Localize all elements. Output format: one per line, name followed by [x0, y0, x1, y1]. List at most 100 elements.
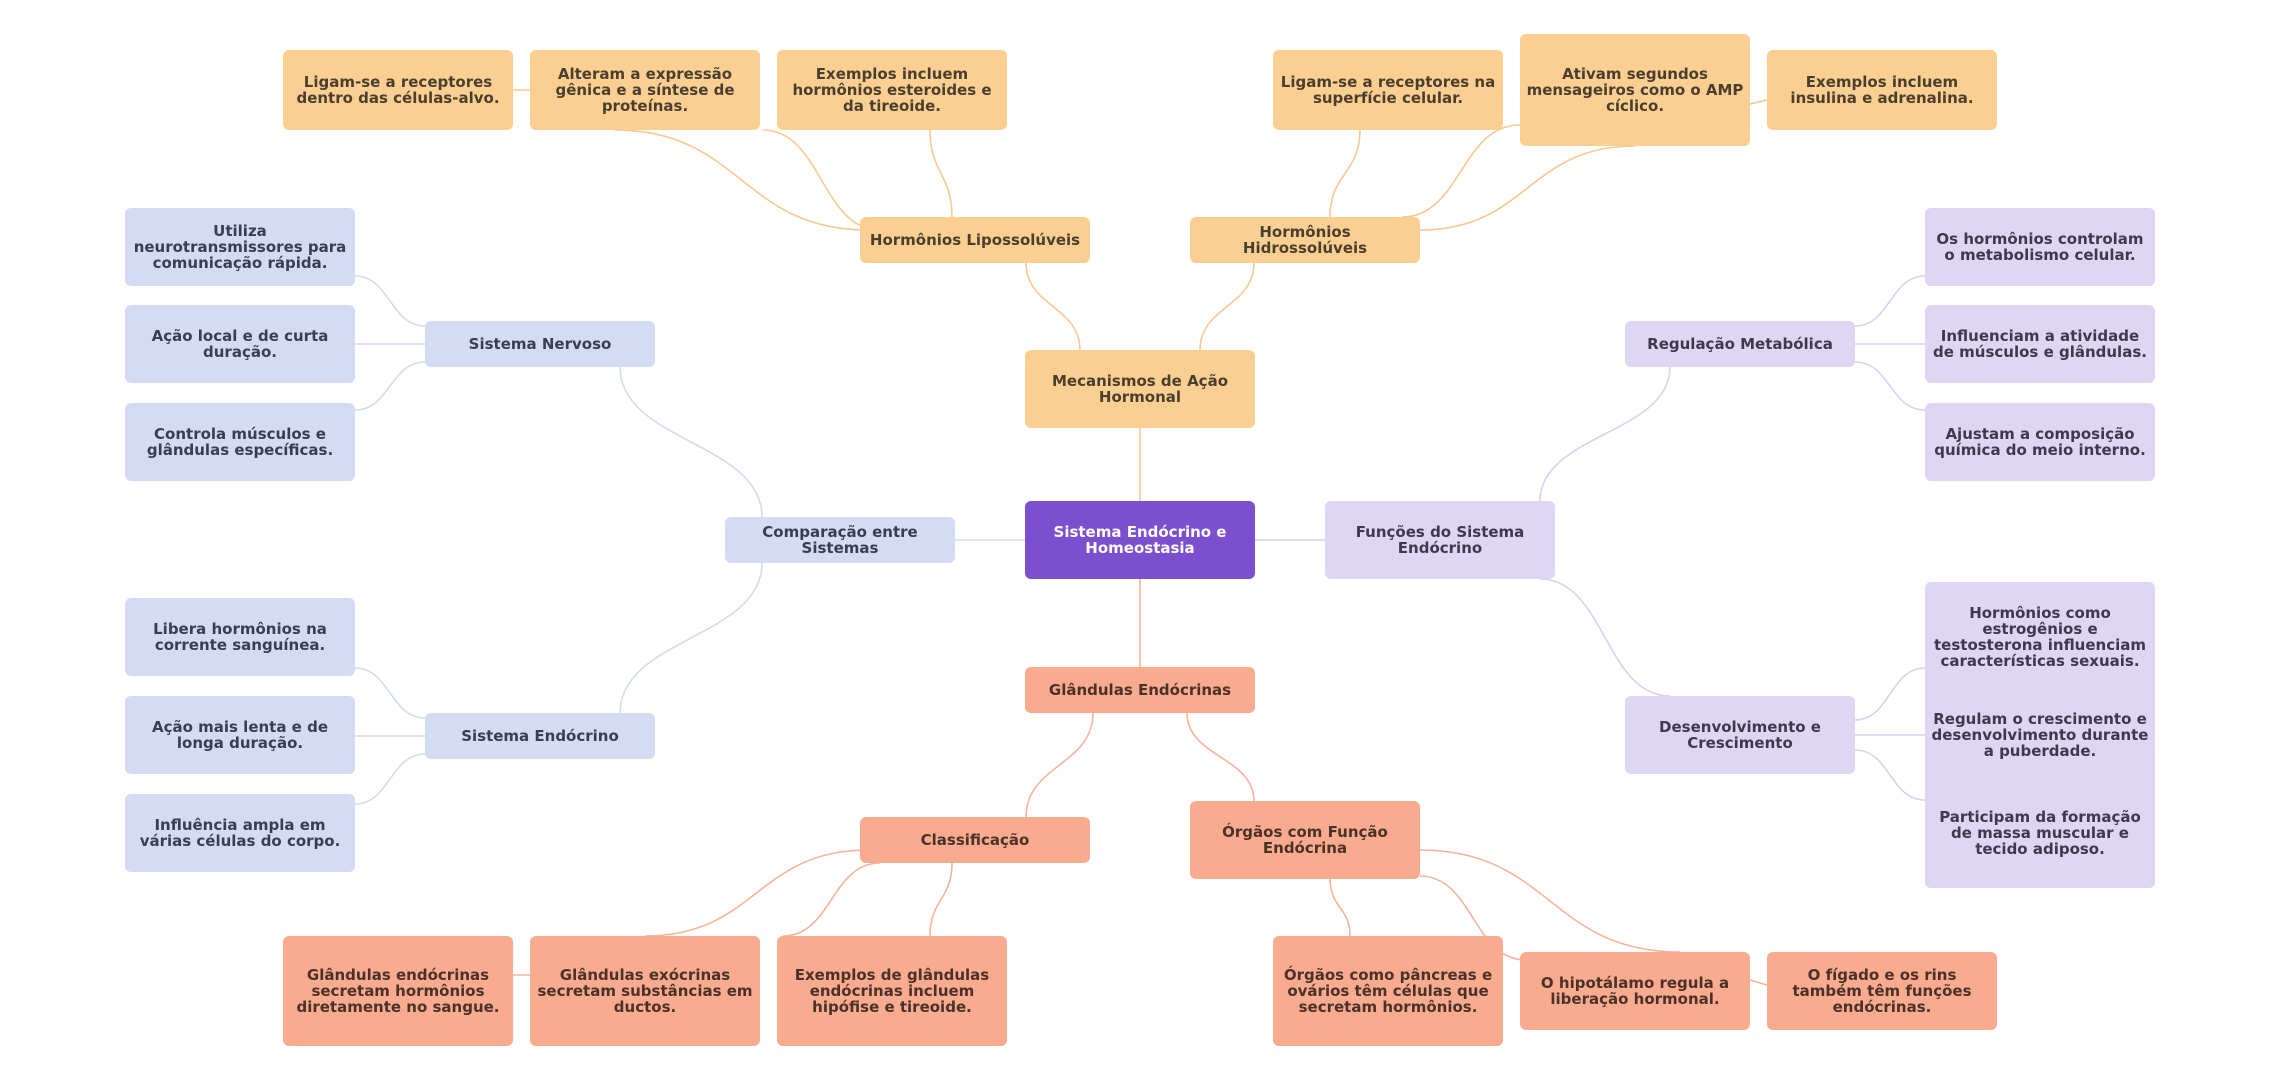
connector-line: [1025, 712, 1094, 818]
sub-sistema-nervoso[interactable]: Sistema Nervoso: [425, 321, 655, 367]
connector-line: [1329, 878, 1351, 937]
leaf-lipo-1[interactable]: Ligam-se a receptores dentro das células…: [283, 50, 513, 130]
connector-line: [354, 361, 426, 411]
sub-orgaos-funcao-endocrina[interactable]: Órgãos com Função Endócrina: [1190, 801, 1420, 879]
leaf-hidro-3[interactable]: Exemplos incluem insulina e adrenalina.: [1767, 50, 1997, 130]
leaf-text: Os hormônios controlam o metabolismo cel…: [1936, 230, 2144, 264]
branch-funcoes-label: Funções do Sistema Endócrino: [1355, 523, 1525, 557]
leaf-text: O fígado e os rins também têm funções en…: [1792, 966, 1972, 1016]
connector-line: [1854, 275, 1926, 327]
connector-line: [354, 275, 426, 327]
branch-glandulas-label: Glândulas Endócrinas: [1048, 681, 1232, 699]
root-node[interactable]: Sistema Endócrino e Homeostasia: [1025, 501, 1255, 579]
leaf-nervoso-3[interactable]: Controla músculos e glândulas específica…: [125, 403, 355, 481]
branch-comparacao-label: Comparação entre Sistemas: [762, 523, 918, 557]
leaf-endocrino-3[interactable]: Influência ampla em várias células do co…: [125, 794, 355, 872]
leaf-desenvolvimento-1[interactable]: Hormônios como estrogênios e testosteron…: [1925, 582, 2155, 692]
connector-line: [1419, 145, 1636, 231]
connector-line: [354, 753, 426, 805]
leaf-text: Controla músculos e glândulas específica…: [146, 425, 334, 459]
connector-line: [1749, 979, 1768, 986]
leaf-text: Ação local e de curta duração.: [151, 327, 329, 361]
sub-regulacao-metabolica[interactable]: Regulação Metabólica: [1625, 321, 1855, 367]
sub-classificacao-label: Classificação: [920, 831, 1030, 849]
leaf-text: Participam da formação de massa muscular…: [1939, 808, 2141, 858]
connector-line: [1539, 578, 1671, 697]
connector-line: [614, 129, 869, 231]
leaf-hidro-1[interactable]: Ligam-se a receptores na superfície celu…: [1273, 50, 1503, 130]
connector-line: [1199, 262, 1255, 351]
leaf-desenvolvimento-3[interactable]: Participam da formação de massa muscular…: [1925, 778, 2155, 888]
leaf-text: Ativam segundos mensageiros como o AMP c…: [1526, 65, 1744, 115]
connector-line: [1539, 366, 1671, 502]
leaf-text: Glândulas exócrinas secretam substâncias…: [537, 966, 753, 1016]
leaf-text: Libera hormônios na corrente sanguínea.: [153, 620, 327, 654]
leaf-nervoso-1[interactable]: Utiliza neurotransmissores para comunica…: [125, 208, 355, 286]
sub-endocrino-label: Sistema Endócrino: [461, 727, 619, 745]
sub-classificacao[interactable]: Classificação: [860, 817, 1090, 863]
leaf-text: Ajustam a composição química do meio int…: [1934, 425, 2146, 459]
leaf-regulacao-2[interactable]: Influenciam a atividade de músculos e gl…: [1925, 305, 2155, 383]
sub-desenvolvimento-crescimento[interactable]: Desenvolvimento e Crescimento: [1625, 696, 1855, 774]
leaf-text: Alteram a expressão gênica e a síntese d…: [555, 65, 735, 115]
sub-desenvolvimento-label: Desenvolvimento e Crescimento: [1659, 718, 1821, 752]
leaf-text: Exemplos de glândulas endócrinas incluem…: [794, 966, 990, 1016]
leaf-text: Influenciam a atividade de músculos e gl…: [1933, 327, 2147, 361]
branch-glandulas[interactable]: Glândulas Endócrinas: [1025, 667, 1255, 713]
leaf-text: Exemplos incluem hormônios esteroides e …: [792, 65, 992, 115]
leaf-text: Órgãos como pâncreas e ovários têm célul…: [1283, 966, 1493, 1016]
leaf-classificacao-2[interactable]: Glândulas exócrinas secretam substâncias…: [530, 936, 760, 1046]
sub-regulacao-label: Regulação Metabólica: [1647, 335, 1833, 353]
connector-line: [1329, 129, 1361, 218]
leaf-text: Influência ampla em várias células do co…: [139, 816, 341, 850]
leaf-text: Utiliza neurotransmissores para comunica…: [133, 222, 347, 272]
branch-funcoes[interactable]: Funções do Sistema Endócrino: [1325, 501, 1555, 579]
leaf-nervoso-2[interactable]: Ação local e de curta duração.: [125, 305, 355, 383]
leaf-regulacao-3[interactable]: Ajustam a composição química do meio int…: [1925, 403, 2155, 481]
sub-lipo-label: Hormônios Lipossolúveis: [869, 231, 1081, 249]
leaf-text: Ação mais lenta e de longa duração.: [151, 718, 328, 752]
connector-line: [1854, 667, 1926, 721]
leaf-desenvolvimento-2[interactable]: Regulam o crescimento e desenvolvimento …: [1925, 680, 2155, 790]
leaf-classificacao-1[interactable]: Glândulas endócrinas secretam hormônios …: [283, 936, 513, 1046]
branch-mecanismos-label: Mecanismos de Ação Hormonal: [1051, 372, 1228, 406]
leaf-orgaos-3[interactable]: O fígado e os rins também têm funções en…: [1767, 952, 1997, 1030]
connector-line: [619, 366, 763, 518]
connector-line: [782, 862, 881, 937]
leaf-lipo-2[interactable]: Alteram a expressão gênica e a síntese d…: [530, 50, 760, 130]
leaf-orgaos-2[interactable]: O hipotálamo regula a liberação hormonal…: [1520, 952, 1750, 1030]
connector-line: [929, 862, 953, 937]
sub-sistema-endocrino[interactable]: Sistema Endócrino: [425, 713, 655, 759]
sub-orgaos-label: Órgãos com Função Endócrina: [1222, 823, 1388, 857]
leaf-text: Hormônios como estrogênios e testosteron…: [1934, 604, 2146, 670]
connector-line: [1401, 124, 1521, 218]
connector-line: [619, 562, 763, 714]
sub-hidro-label: Hormônios Hidrossolúveis: [1242, 223, 1368, 257]
leaf-orgaos-1[interactable]: Órgãos como pâncreas e ovários têm célul…: [1273, 936, 1503, 1046]
branch-comparacao[interactable]: Comparação entre Sistemas: [725, 517, 955, 563]
connector-line: [644, 849, 869, 937]
leaf-regulacao-1[interactable]: Os hormônios controlam o metabolismo cel…: [1925, 208, 2155, 286]
branch-mecanismos[interactable]: Mecanismos de Ação Hormonal: [1025, 350, 1255, 428]
sub-nervoso-label: Sistema Nervoso: [468, 335, 612, 353]
leaf-text: Glândulas endócrinas secretam hormônios …: [296, 966, 500, 1016]
leaf-text: Regulam o crescimento e desenvolvimento …: [1931, 710, 2149, 760]
connector-line: [1186, 712, 1255, 802]
connector-line: [354, 667, 426, 719]
connector-line: [1854, 749, 1926, 801]
leaf-text: Ligam-se a receptores na superfície celu…: [1280, 73, 1496, 107]
leaf-hidro-2[interactable]: Ativam segundos mensageiros como o AMP c…: [1520, 34, 1750, 146]
leaf-endocrino-2[interactable]: Ação mais lenta e de longa duração.: [125, 696, 355, 774]
leaf-text: O hipotálamo regula a liberação hormonal…: [1540, 974, 1730, 1008]
leaf-lipo-3[interactable]: Exemplos incluem hormônios esteroides e …: [777, 50, 1007, 130]
connector-line: [1025, 262, 1081, 351]
leaf-text: Ligam-se a receptores dentro das células…: [296, 73, 500, 107]
sub-hormonios-lipossoluveis[interactable]: Hormônios Lipossolúveis: [860, 217, 1090, 263]
sub-hormonios-hidrossoluveis[interactable]: Hormônios Hidrossolúveis: [1190, 217, 1420, 263]
leaf-endocrino-1[interactable]: Libera hormônios na corrente sanguínea.: [125, 598, 355, 676]
connector-line: [929, 129, 953, 218]
connector-line: [762, 129, 881, 231]
connector-line: [1854, 361, 1926, 411]
leaf-classificacao-3[interactable]: Exemplos de glândulas endócrinas incluem…: [777, 936, 1007, 1046]
